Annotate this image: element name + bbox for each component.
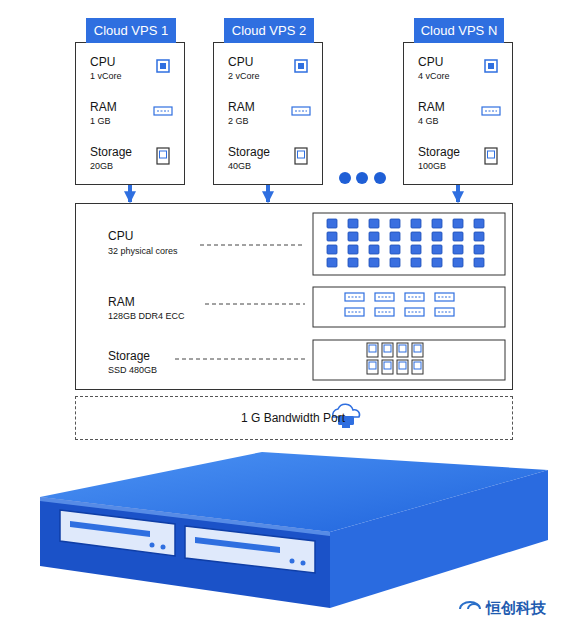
resource-name: RAM bbox=[108, 295, 135, 309]
resource-value: 2 vCore bbox=[228, 71, 260, 82]
down-arrow bbox=[266, 185, 270, 202]
resource-value: 40GB bbox=[228, 161, 251, 172]
resource-name: Storage bbox=[90, 145, 132, 159]
server-resources-box: CPU 32 physical coresRAM 128GB DDR4 ECC Sto… bbox=[75, 203, 513, 390]
resource-value: 100GB bbox=[418, 161, 446, 172]
resource-value: 4 vCore bbox=[418, 71, 450, 82]
resource-value: SSD 480GB bbox=[108, 365, 157, 376]
watermark: 恒创科技 bbox=[486, 599, 546, 618]
down-arrow bbox=[128, 185, 132, 202]
resource-value: 128GB DDR4 ECC bbox=[108, 311, 185, 322]
resource-name: CPU bbox=[90, 55, 115, 69]
resource-name: RAM bbox=[90, 100, 117, 114]
down-arrow bbox=[456, 185, 460, 202]
resource-value: 20GB bbox=[90, 161, 113, 172]
resource-name: RAM bbox=[228, 100, 255, 114]
storage-panel bbox=[175, 340, 505, 380]
port-label: 1 G Bandwidth Port bbox=[241, 411, 345, 425]
resource-name: Storage bbox=[108, 349, 150, 363]
resource-value: 32 physical cores bbox=[108, 246, 178, 257]
card-tab: Cloud VPS N bbox=[414, 18, 504, 43]
resource-value: 2 GB bbox=[228, 116, 249, 127]
resource-name: Storage bbox=[228, 145, 270, 159]
card-icons bbox=[154, 60, 500, 164]
vps-card: Cloud VPS 1CPU1 vCoreRAM1 GBStorage20GB bbox=[75, 42, 185, 185]
resource-value: 1 GB bbox=[90, 116, 111, 127]
bandwidth-port-box: 1 G Bandwidth Port bbox=[75, 396, 513, 440]
resource-name: CPU bbox=[228, 55, 253, 69]
resource-name: CPU bbox=[418, 55, 443, 69]
ram-panel bbox=[205, 287, 505, 327]
card-tab: Cloud VPS 2 bbox=[224, 18, 314, 43]
server-illustration bbox=[40, 452, 548, 608]
vps-card: Cloud VPS 2CPU2 vCoreRAM2 GBStorage40GB bbox=[213, 42, 323, 185]
card-tab: Cloud VPS 1 bbox=[86, 18, 176, 43]
vps-card: Cloud VPS NCPU4 vCoreRAM4 GBStorage100GB bbox=[403, 42, 513, 185]
resource-name: CPU bbox=[108, 229, 133, 243]
watermark-logo bbox=[460, 602, 480, 609]
resource-name: Storage bbox=[418, 145, 460, 159]
resource-value: 1 vCore bbox=[90, 71, 122, 82]
ellipsis-dots bbox=[339, 172, 386, 184]
resource-value: 4 GB bbox=[418, 116, 439, 127]
cpu-panel bbox=[200, 213, 505, 275]
resource-name: RAM bbox=[418, 100, 445, 114]
